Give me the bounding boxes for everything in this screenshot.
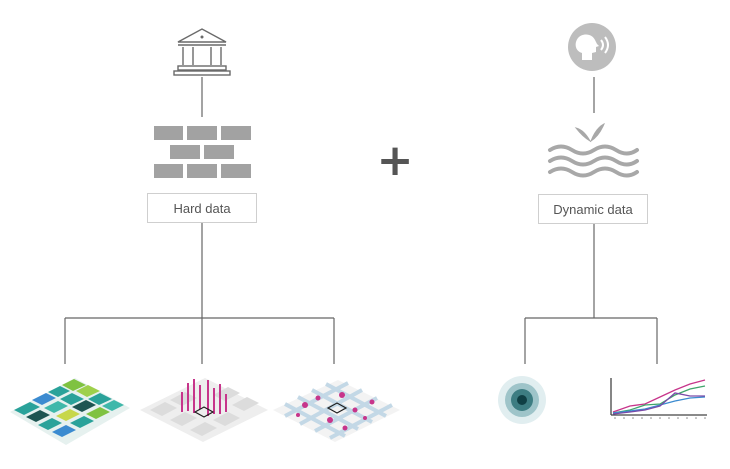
- hard-data-label: Hard data: [147, 193, 257, 223]
- map-thumbnail-network: [273, 380, 400, 442]
- line-chart-thumbnail: [610, 378, 707, 419]
- water-plant-icon: [548, 122, 639, 178]
- speaking-head-icon: [568, 23, 616, 71]
- map-thumbnail-blocks: [10, 378, 130, 445]
- dynamic-data-label: Dynamic data: [538, 194, 648, 224]
- bank-icon: [173, 28, 231, 76]
- dynamic-data-text: Dynamic data: [553, 201, 633, 217]
- hard-data-text: Hard data: [173, 200, 231, 216]
- radial-thumbnail: [498, 376, 546, 424]
- connector-lines: [64, 77, 658, 364]
- brick-wall-icon: [154, 126, 251, 178]
- map-thumbnail-towers: [140, 378, 268, 442]
- plus-operator: +: [376, 135, 414, 186]
